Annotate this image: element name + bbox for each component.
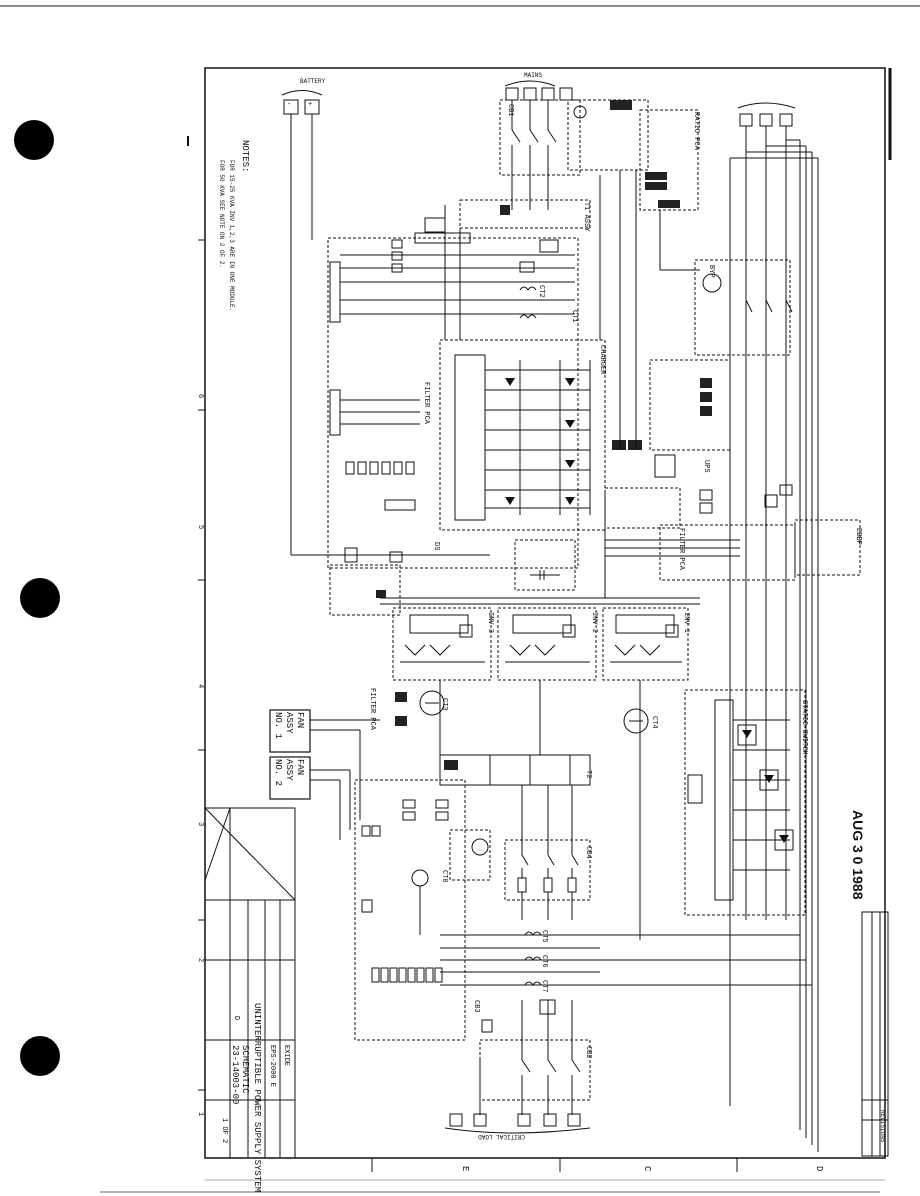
bottom-zone-e: E — [460, 1166, 470, 1172]
ratio-pca-label: RATIO PCA — [692, 112, 700, 150]
ct4-label: CT4 — [650, 716, 658, 729]
filter-pca-lower-label: FILTER PCA — [368, 688, 376, 731]
document-subtitle: SCHEMATIC — [240, 1045, 250, 1094]
battery-pos-terminal: + — [308, 101, 313, 109]
inv3-label: INV 3 — [486, 612, 494, 634]
filter-pca-right-label: FILTER PCA — [677, 528, 685, 571]
document-title: UNINTERRUPTIBLE POWER SUPPLY SYSTEM — [252, 1003, 262, 1193]
inverters — [392, 607, 689, 681]
charger-label: CHARGER — [598, 345, 606, 375]
ct3-label: CT3 — [440, 698, 448, 711]
cb2-label: CB2 — [584, 1046, 592, 1059]
ds-label: DS — [432, 542, 440, 551]
drawing-number: 23-14003-00 — [230, 1045, 240, 1105]
mains-label: MAINS — [524, 72, 543, 79]
battery-neg-terminal: - — [287, 101, 292, 109]
ct5-label: CT5 — [540, 930, 548, 943]
binder-hole-top — [14, 120, 54, 160]
document-model: EPS-2000 E — [268, 1045, 276, 1088]
note-1: FOR 15-25 KVA INV 1,2,3 ARE IN ONE MODUL… — [228, 160, 235, 312]
fan-assy-2-label: FAN ASSY NO. 2 — [273, 759, 305, 787]
battery-label: BATTERY — [300, 78, 326, 85]
ct2-label: CT2 — [537, 285, 545, 298]
sheet-number: 1 OF 2 — [220, 1118, 228, 1144]
inv1-label: INV 1 — [682, 612, 690, 634]
ct7-label: CT7 — [540, 980, 548, 993]
title-block — [204, 807, 296, 1159]
ct8-label: CT8 — [440, 870, 448, 883]
byp-label: BYP — [707, 265, 715, 278]
company-name: EXIDE — [282, 1045, 290, 1067]
ct6-label: CT6 — [540, 955, 548, 968]
note-2: FOR 50 KVA SEE NOTE ON 2 OF 2. — [218, 160, 225, 269]
drawing-border — [204, 67, 886, 1159]
binder-hole-middle — [20, 578, 60, 618]
bottom-zone-c: C — [642, 1166, 652, 1172]
zone-6: 6 — [196, 394, 204, 399]
cb4-label: CB4 — [584, 846, 592, 859]
binder-hole-bottom — [20, 1036, 60, 1076]
t1-assy-label: T1 ASSY — [582, 202, 590, 232]
size-code: D — [232, 1016, 240, 1021]
zone-4: 4 — [196, 684, 204, 689]
revisions-block — [861, 911, 889, 1157]
notes-title: NOTES: — [240, 140, 250, 173]
ct1-label: CT1 — [570, 310, 578, 323]
revisions-title: REVISIONS — [879, 1110, 886, 1143]
inv2-label: INV 2 — [590, 612, 598, 634]
zone-5: 5 — [196, 525, 204, 530]
cb3-label: CB3 — [472, 1000, 480, 1013]
critical-load-label: CRITICAL LOAD — [478, 1133, 525, 1140]
bottom-zone-d: D — [814, 1166, 824, 1172]
t2-label: T2 — [584, 770, 592, 779]
zone-3: 3 — [196, 822, 204, 827]
zone-2: 2 — [196, 958, 204, 963]
ups-label: UPS — [702, 460, 710, 473]
filter-pca-label: FILTER PCA — [422, 382, 430, 425]
fan-assy-1-label: FAN ASSY NO. 1 — [273, 712, 305, 740]
ebbp-label: EBBP — [854, 528, 862, 545]
zone-1: 1 — [196, 1112, 204, 1117]
cb1-label: CB1 — [506, 104, 514, 117]
static-switch-label: STATIC SWITCH — [800, 700, 808, 755]
date-stamp: AUG 3 0 1988 — [850, 810, 866, 900]
